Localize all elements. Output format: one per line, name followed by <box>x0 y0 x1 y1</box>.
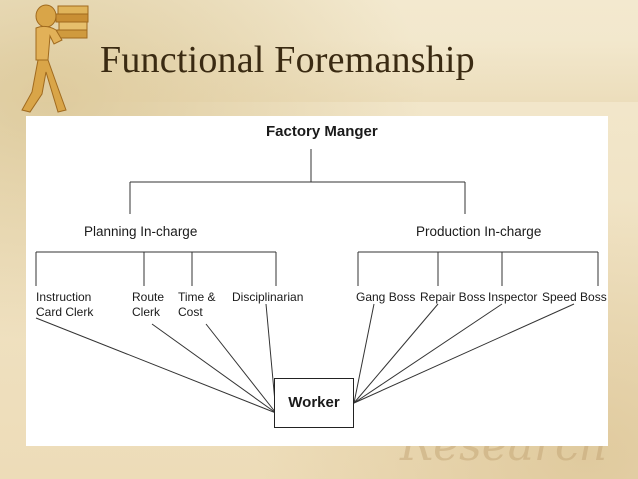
root-node-label: Factory Manger <box>266 123 378 140</box>
role-instruction-card-clerk: Instruction Card Clerk <box>36 290 93 320</box>
role-line: Time & <box>178 290 216 304</box>
worker-link-6 <box>353 303 439 404</box>
worker-node: Worker <box>274 378 354 428</box>
role-line: Speed Boss <box>542 290 607 304</box>
role-line: Gang Boss <box>356 290 416 304</box>
role-line: Repair Boss <box>420 290 486 304</box>
role-line: Clerk <box>132 305 161 319</box>
role-line: Card Clerk <box>36 305 94 319</box>
role-line: Instruction <box>36 290 92 304</box>
role-line: Cost <box>178 305 203 319</box>
role-route-clerk: Route Clerk <box>132 290 164 320</box>
role-repair-boss: Repair Boss <box>420 290 485 305</box>
org-chart-panel: Factory Manger Planning In-charge Produc… <box>26 116 608 446</box>
worker-link-5 <box>353 303 375 404</box>
role-gang-boss: Gang Boss <box>356 290 415 305</box>
worker-label: Worker <box>288 394 340 411</box>
role-disciplinarian: Disciplinarian <box>232 290 303 305</box>
role-line: Disciplinarian <box>232 290 304 304</box>
planning-incharge-label: Planning In-charge <box>84 224 198 239</box>
org-chart-connectors <box>35 149 599 414</box>
slide-title: Functional Foremanship <box>100 39 475 81</box>
worker-link-2 <box>151 323 277 414</box>
role-time-cost: Time & Cost <box>178 290 216 320</box>
worker-link-7 <box>353 303 503 404</box>
production-incharge-label: Production In-charge <box>416 224 542 239</box>
worker-link-1 <box>35 317 277 414</box>
worker-link-8 <box>353 303 575 404</box>
role-line: Inspector <box>488 290 538 304</box>
role-speed-boss: Speed Boss <box>542 290 607 305</box>
role-inspector: Inspector <box>488 290 537 305</box>
worker-link-3 <box>205 323 277 414</box>
role-line: Route <box>132 290 165 304</box>
title-band <box>0 40 638 102</box>
book-carrier-illustration <box>21 4 89 113</box>
